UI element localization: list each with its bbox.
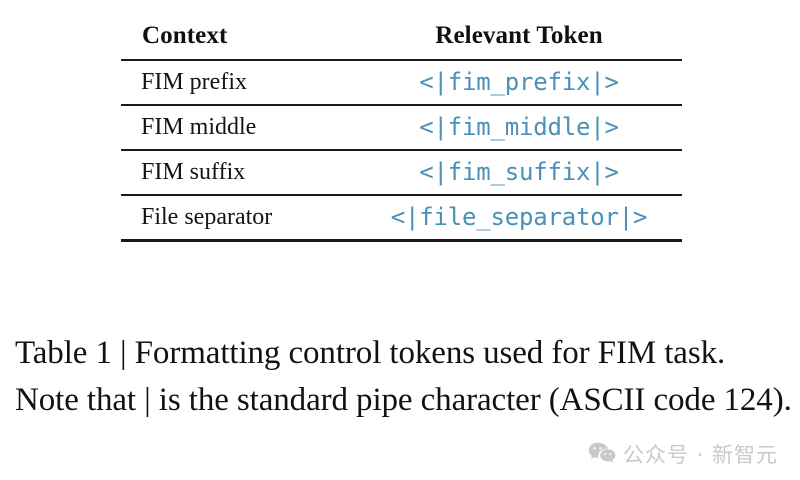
cell-context: FIM prefix xyxy=(121,60,356,106)
watermark-text: 公众号 · 新智元 xyxy=(622,442,778,467)
cell-token: <|fim_suffix|> xyxy=(356,150,682,196)
cell-context: File separator xyxy=(121,195,356,242)
table-row: FIM suffix <|fim_suffix|> xyxy=(121,150,682,196)
column-header-relevant-token: Relevant Token xyxy=(356,14,682,61)
table-row: FIM middle <|fim_middle|> xyxy=(121,105,682,151)
table-caption: Table 1 | Formatting control tokens used… xyxy=(15,335,792,418)
cell-context: FIM suffix xyxy=(121,150,356,196)
column-header-context: Context xyxy=(121,14,356,61)
cell-context: FIM middle xyxy=(121,105,356,151)
table-header: Context Relevant Token xyxy=(121,14,682,61)
table-body: FIM prefix <|fim_prefix|> FIM middle <|f… xyxy=(121,60,682,242)
watermark: 公众号 · 新智元 xyxy=(588,442,778,468)
fim-control-tokens-table: Context Relevant Token FIM prefix <|fim_… xyxy=(121,14,682,242)
cell-token: <|file_separator|> xyxy=(356,195,682,242)
table-row: File separator <|file_separator|> xyxy=(121,195,682,242)
table-header-row: Context Relevant Token xyxy=(121,14,682,61)
table-container: Context Relevant Token FIM prefix <|fim_… xyxy=(121,14,682,242)
cell-token: <|fim_middle|> xyxy=(356,105,682,151)
table-row: FIM prefix <|fim_prefix|> xyxy=(121,60,682,106)
cell-token: <|fim_prefix|> xyxy=(356,60,682,106)
wechat-icon xyxy=(588,442,616,468)
